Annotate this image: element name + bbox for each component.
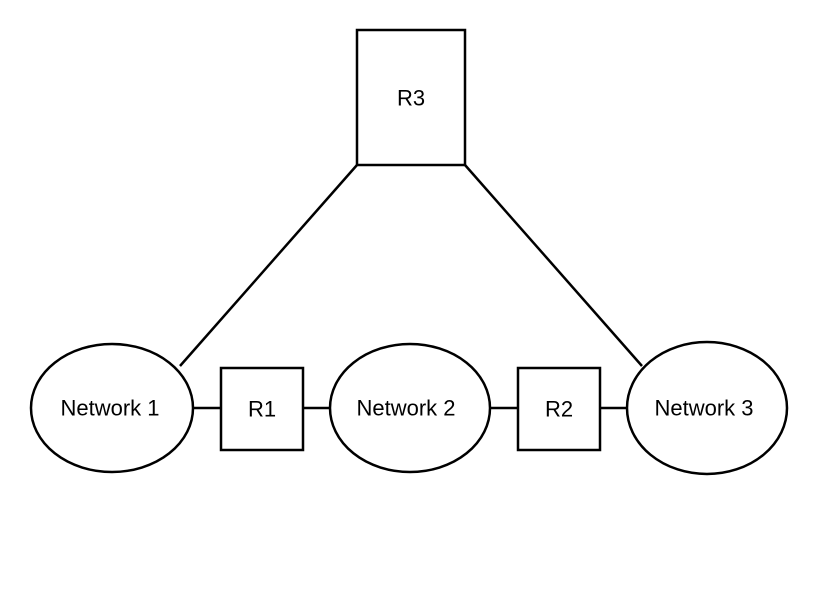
router-r1-label: R1 (248, 397, 276, 422)
router-r2-box (516, 366, 602, 452)
router-r2: R2 (516, 366, 602, 452)
router-r3-label: R3 (397, 86, 425, 111)
router-r1-box (219, 366, 305, 452)
router-r3: R3 (355, 28, 467, 167)
network-1: Network 1 (29, 342, 195, 474)
router-r2-label: R2 (545, 397, 573, 422)
link-r3-network1 (179, 164, 358, 367)
network-2: Network 2 (328, 342, 492, 474)
network-3-ellipse (625, 340, 789, 476)
network-1-label: Network 1 (60, 396, 159, 421)
network-2-ellipse (328, 342, 492, 474)
network-2-label: Network 2 (356, 396, 455, 421)
network-1-ellipse (29, 342, 195, 474)
router-r3-box (355, 28, 467, 167)
router-r1: R1 (219, 366, 305, 452)
network-3-label: Network 3 (654, 396, 753, 421)
link-r3-network3 (464, 164, 643, 367)
network-3: Network 3 (625, 340, 789, 476)
